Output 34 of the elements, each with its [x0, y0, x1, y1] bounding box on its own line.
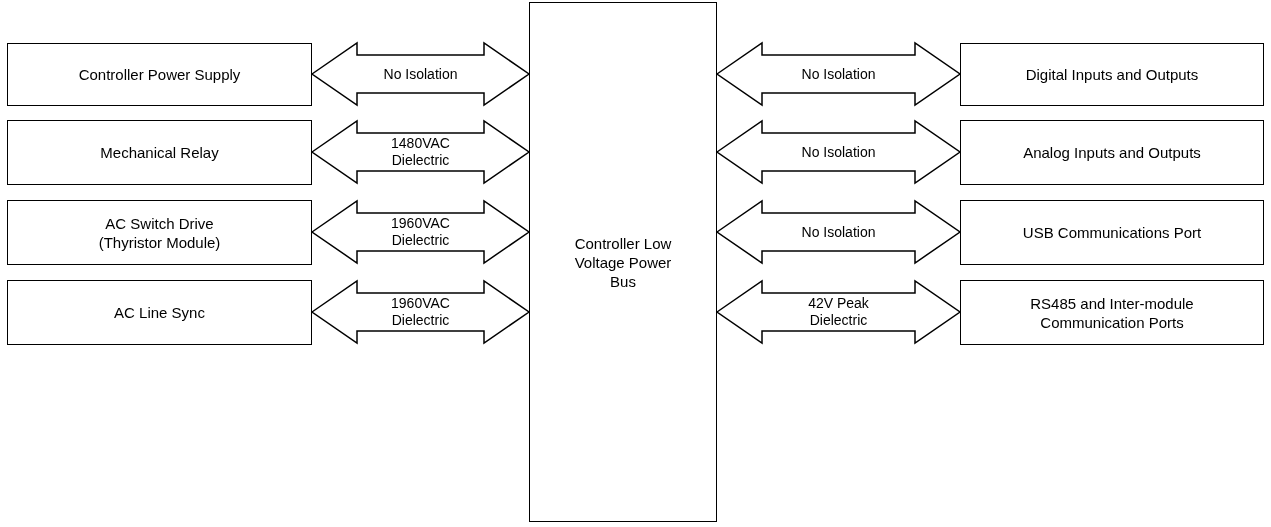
double-block-arrow: [310, 279, 531, 345]
box-label: Controller Power Supply: [78, 65, 241, 84]
module-box: [7, 280, 312, 345]
module-box: [7, 120, 312, 185]
module-box: [960, 200, 1264, 265]
box-label: Digital Inputs and Outputs: [1025, 65, 1199, 84]
double-block-arrow: [310, 41, 531, 107]
box-label: AC Switch Drive (Thyristor Module): [97, 213, 222, 252]
box-label: Mechanical Relay: [100, 143, 219, 162]
box-label: AC Line Sync: [114, 303, 205, 322]
box-label: Analog Inputs and Outputs: [1023, 143, 1201, 162]
double-block-arrow: [715, 119, 962, 185]
module-box: [7, 200, 312, 265]
edge-label: 42V Peak Dielectric: [807, 295, 870, 329]
bus-box: [529, 2, 717, 522]
edge-label: No Isolation: [800, 223, 877, 241]
module-box: [7, 43, 312, 106]
edge-label: 1480VAC Dielectric: [390, 135, 451, 169]
double-block-arrow: [310, 199, 531, 265]
module-box: [960, 43, 1264, 106]
double-block-arrow: [715, 41, 962, 107]
double-block-arrow: [715, 279, 962, 345]
edge-label: No Isolation: [800, 65, 877, 83]
edge-label: 1960VAC Dielectric: [390, 295, 451, 329]
module-box: [960, 280, 1264, 345]
box-label: Controller Low Voltage Power Bus: [573, 233, 673, 291]
double-block-arrow: [310, 119, 531, 185]
box-label: USB Communications Port: [1022, 223, 1202, 242]
module-box: [960, 120, 1264, 185]
box-label: RS485 and Inter-module Communication Ports: [1029, 293, 1195, 332]
edge-label: 1960VAC Dielectric: [390, 215, 451, 249]
double-block-arrow: [715, 199, 962, 265]
edge-label: No Isolation: [800, 143, 877, 161]
edge-label: No Isolation: [382, 65, 459, 83]
